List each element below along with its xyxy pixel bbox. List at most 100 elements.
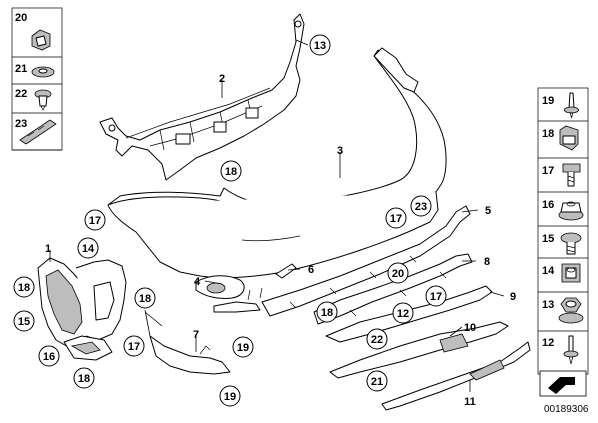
leader-lines bbox=[49, 39, 505, 392]
clip-icon bbox=[31, 29, 51, 51]
right-part-number-0: 19 bbox=[542, 95, 554, 107]
callout-number: 18 bbox=[321, 307, 333, 319]
diagram-id: 00189306 bbox=[544, 404, 589, 415]
callout-circle bbox=[366, 328, 388, 350]
callout-number: 19 bbox=[224, 391, 236, 403]
callout-circle bbox=[219, 385, 241, 407]
callout-l4: 4 bbox=[194, 276, 201, 288]
direction-arrow-icon bbox=[539, 370, 587, 397]
callout-l2: 2 bbox=[219, 73, 225, 85]
callout-l17b: 17 bbox=[385, 207, 407, 229]
side-bracket bbox=[37, 257, 127, 361]
strip-10 bbox=[329, 321, 509, 379]
callout-circle bbox=[13, 276, 35, 298]
flange-nut-icon bbox=[558, 201, 584, 221]
callout-l16: 16 bbox=[38, 345, 60, 367]
spring-nut-icon bbox=[561, 263, 581, 283]
left-part-number-1: 21 bbox=[15, 63, 27, 75]
callout-l20: 20 bbox=[387, 262, 409, 284]
right-part-number-4: 15 bbox=[542, 233, 554, 245]
callout-circle bbox=[73, 367, 95, 389]
callout-number: 7 bbox=[193, 329, 199, 341]
left-part-number-2: 22 bbox=[15, 88, 27, 100]
callout-l18c: 18 bbox=[134, 287, 156, 309]
callout-number: 5 bbox=[485, 205, 491, 217]
callout-number: 18 bbox=[78, 373, 90, 385]
left-parts-column: 20 21 22 23 bbox=[11, 7, 63, 151]
callout-number: 13 bbox=[314, 40, 326, 52]
corner-trim-7 bbox=[149, 335, 231, 375]
callout-number: 18 bbox=[18, 282, 30, 294]
rivet-icon bbox=[564, 92, 579, 119]
callout-l14: 14 bbox=[77, 237, 99, 259]
callout-number: 15 bbox=[18, 316, 30, 328]
right-part-number-6: 13 bbox=[542, 299, 554, 311]
callout-l15: 15 bbox=[13, 310, 35, 332]
right-parts-column: 19 18 17 16 15 14 13 12 bbox=[537, 87, 589, 375]
callout-number: 18 bbox=[225, 166, 237, 178]
callout-number: 2 bbox=[219, 73, 225, 85]
callout-circle bbox=[77, 237, 99, 259]
callout-l17d: 17 bbox=[123, 335, 145, 357]
strip-8 bbox=[313, 253, 473, 325]
left-part-number-3: 23 bbox=[15, 118, 27, 130]
callout-l22: 22 bbox=[366, 328, 388, 350]
callout-number: 22 bbox=[371, 334, 383, 346]
callout-l5: 5 bbox=[485, 205, 491, 217]
callout-circle bbox=[425, 285, 447, 307]
callout-number: 1 bbox=[45, 243, 51, 255]
strip-11 bbox=[381, 341, 531, 411]
callout-circle bbox=[123, 335, 145, 357]
left-part-number-0: 20 bbox=[15, 12, 27, 24]
callout-l18d: 18 bbox=[316, 301, 338, 323]
callout-number: 17 bbox=[89, 215, 101, 227]
callout-number: 12 bbox=[397, 308, 409, 320]
callout-l17a: 17 bbox=[84, 209, 106, 231]
callout-l19a: 19 bbox=[232, 336, 254, 358]
callout-l18e: 18 bbox=[73, 367, 95, 389]
callout-l7: 7 bbox=[193, 329, 199, 341]
callout-circle bbox=[232, 336, 254, 358]
callout-circle bbox=[38, 345, 60, 367]
strip-icon bbox=[19, 119, 57, 145]
right-part-number-3: 16 bbox=[542, 199, 554, 211]
screw-icon-2 bbox=[560, 232, 582, 255]
callout-number: 20 bbox=[392, 268, 404, 280]
callout-l18a: 18 bbox=[220, 160, 242, 182]
right-part-number-5: 14 bbox=[542, 265, 555, 277]
callout-l21: 21 bbox=[366, 370, 388, 392]
washer-icon bbox=[31, 66, 55, 78]
callout-circle bbox=[385, 207, 407, 229]
callout-number: 11 bbox=[464, 396, 476, 408]
push-rivet-icon bbox=[34, 89, 52, 111]
callout-l17c: 17 bbox=[425, 285, 447, 307]
callout-circle bbox=[134, 287, 156, 309]
callout-l1: 1 bbox=[45, 243, 51, 255]
callout-l23: 23 bbox=[410, 195, 432, 217]
right-part-number-2: 17 bbox=[542, 165, 554, 177]
lip-4 bbox=[213, 301, 261, 313]
callout-l19b: 19 bbox=[219, 385, 241, 407]
callout-circle bbox=[316, 301, 338, 323]
callout-l6: 6 bbox=[308, 264, 314, 276]
callout-circle bbox=[220, 160, 242, 182]
callout-number: 17 bbox=[128, 341, 140, 353]
callout-l10: 10 bbox=[464, 322, 476, 334]
bumper-carrier bbox=[99, 13, 305, 181]
callout-circle bbox=[366, 370, 388, 392]
callout-circle bbox=[387, 262, 409, 284]
callout-number: 4 bbox=[194, 276, 201, 288]
right-part-number-7: 12 bbox=[542, 337, 554, 349]
right-part-number-1: 18 bbox=[542, 128, 554, 140]
callout-l8: 8 bbox=[484, 256, 490, 268]
callout-circle bbox=[84, 209, 106, 231]
callout-number: 17 bbox=[430, 291, 442, 303]
callout-l9: 9 bbox=[510, 291, 516, 303]
callout-number: 9 bbox=[510, 291, 516, 303]
callout-number: 18 bbox=[139, 293, 151, 305]
callout-number: 19 bbox=[237, 342, 249, 354]
callout-number: 8 bbox=[484, 256, 490, 268]
callout-number: 14 bbox=[82, 243, 95, 255]
